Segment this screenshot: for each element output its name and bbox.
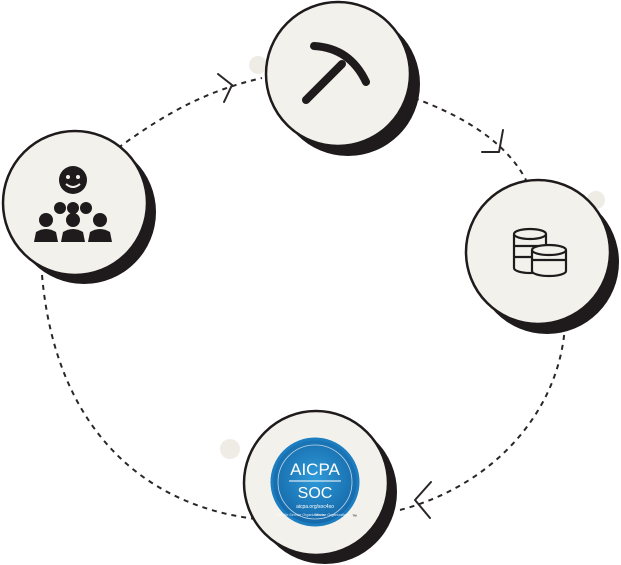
badge-url-text: aicpa.org/soc4so	[296, 504, 334, 510]
node-storage	[464, 178, 619, 334]
people-group-icon	[34, 166, 112, 242]
database-coins-icon	[512, 227, 568, 278]
node-audit: AICPA SOC aicpa.org/soc4so SOC for Servi…	[242, 409, 397, 564]
node-mining	[264, 0, 420, 156]
flow-arrow	[481, 129, 504, 153]
flow-arrow	[217, 73, 233, 103]
cycle-ring	[41, 274, 257, 520]
aicpa-soc-badge: AICPA SOC aicpa.org/soc4so SOC for Servi…	[270, 437, 360, 527]
cycle-ring	[399, 324, 566, 511]
badge-tm-mark: ™	[352, 514, 357, 520]
badge-soc-text: SOC	[298, 485, 333, 502]
decor-dot	[249, 56, 267, 74]
pickaxe-icon	[302, 42, 370, 104]
cycle-ring	[413, 97, 527, 181]
badge-aicpa-text: AICPA	[290, 460, 340, 479]
flow-arrow	[414, 481, 432, 519]
cycle-ring	[117, 77, 263, 149]
node-people	[1, 129, 156, 284]
badge-ring-text-right: Service Organizations	[314, 513, 349, 517]
badge-ring-text-left: SOC for Service Organizations	[275, 513, 324, 517]
decor-dot	[220, 439, 240, 459]
